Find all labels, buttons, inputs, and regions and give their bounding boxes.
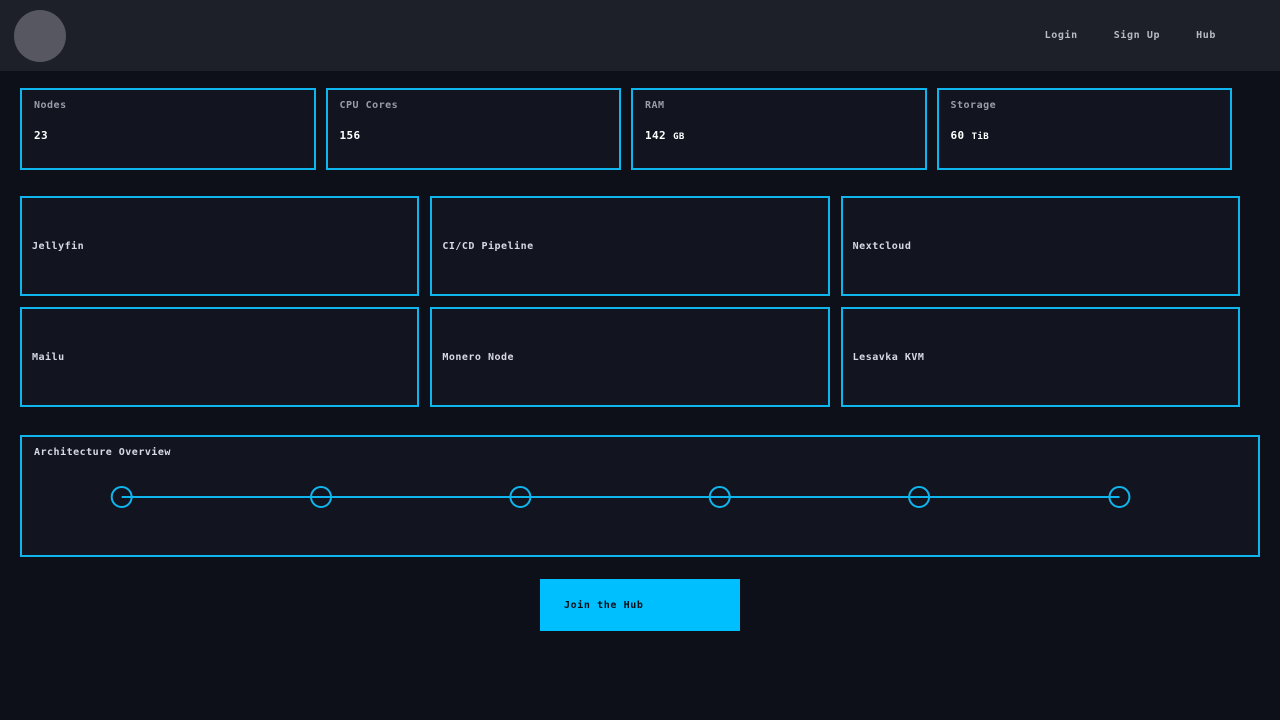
- architecture-node-2[interactable]: [310, 486, 332, 508]
- stat-label: Storage: [950, 100, 997, 111]
- services-grid: Jellyfin CI/CD Pipeline Nextcloud Mailu …: [0, 170, 1280, 407]
- service-card-cicd-pipeline[interactable]: CI/CD Pipeline: [430, 196, 830, 296]
- stat-unit: TiB: [971, 132, 990, 142]
- architecture-diagram: [110, 486, 1131, 508]
- stat-number: 156: [339, 129, 361, 142]
- stat-label: CPU Cores: [339, 100, 399, 111]
- service-name: CI/CD Pipeline: [442, 240, 534, 252]
- service-card-monero-node[interactable]: Monero Node: [430, 307, 830, 407]
- nav-link-hub[interactable]: Hub: [1196, 30, 1216, 41]
- service-name: Lesavka KVM: [852, 351, 925, 363]
- architecture-node-3[interactable]: [509, 486, 532, 508]
- cta-row: Join the Hub: [0, 579, 1280, 631]
- stat-label: Nodes: [34, 100, 67, 111]
- architecture-node-5[interactable]: [908, 486, 931, 508]
- stat-number: 60: [950, 129, 965, 142]
- architecture-node-6[interactable]: [1108, 486, 1131, 508]
- service-name: Mailu: [32, 351, 65, 363]
- service-name: Monero Node: [442, 351, 515, 363]
- app-header: Login Sign Up Hub: [0, 0, 1280, 71]
- stat-card-ram[interactable]: RAM 142 GB: [631, 88, 927, 170]
- stat-value: 156: [340, 129, 608, 142]
- stat-value: 142 GB: [645, 129, 913, 142]
- stat-number: 142: [645, 129, 667, 142]
- stat-label: RAM: [645, 100, 665, 111]
- nav-link-login[interactable]: Login: [1044, 30, 1078, 41]
- service-card-lesavka-kvm[interactable]: Lesavka KVM: [840, 307, 1240, 407]
- stat-unit: GB: [673, 132, 685, 142]
- service-card-jellyfin[interactable]: Jellyfin: [20, 196, 420, 296]
- architecture-title: Architecture Overview: [34, 447, 171, 458]
- cta-label: Join the Hub: [564, 599, 644, 611]
- stats-row: Nodes 23 CPU Cores 156 RAM 142 GB Storag…: [0, 71, 1280, 170]
- main-nav: Login Sign Up Hub: [1045, 30, 1216, 41]
- stat-card-storage[interactable]: Storage 60 TiB: [936, 88, 1232, 170]
- stat-value: 23: [34, 129, 302, 142]
- nav-link-sign-up[interactable]: Sign Up: [1113, 30, 1161, 41]
- stat-value: 60 TiB: [951, 129, 1219, 142]
- stat-number: 23: [34, 129, 49, 142]
- service-card-nextcloud[interactable]: Nextcloud: [840, 196, 1240, 296]
- service-card-mailu[interactable]: Mailu: [20, 307, 420, 407]
- service-name: Jellyfin: [32, 240, 85, 252]
- architecture-node-4[interactable]: [708, 486, 731, 508]
- join-the-hub-button[interactable]: Join the Hub: [540, 579, 740, 631]
- avatar[interactable]: [14, 9, 66, 62]
- stat-card-cpu-cores[interactable]: CPU Cores 156: [325, 88, 621, 170]
- architecture-node-1[interactable]: [110, 486, 133, 508]
- service-name: Nextcloud: [852, 240, 912, 252]
- architecture-panel: Architecture Overview: [20, 435, 1260, 557]
- stat-card-nodes[interactable]: Nodes 23: [20, 88, 316, 170]
